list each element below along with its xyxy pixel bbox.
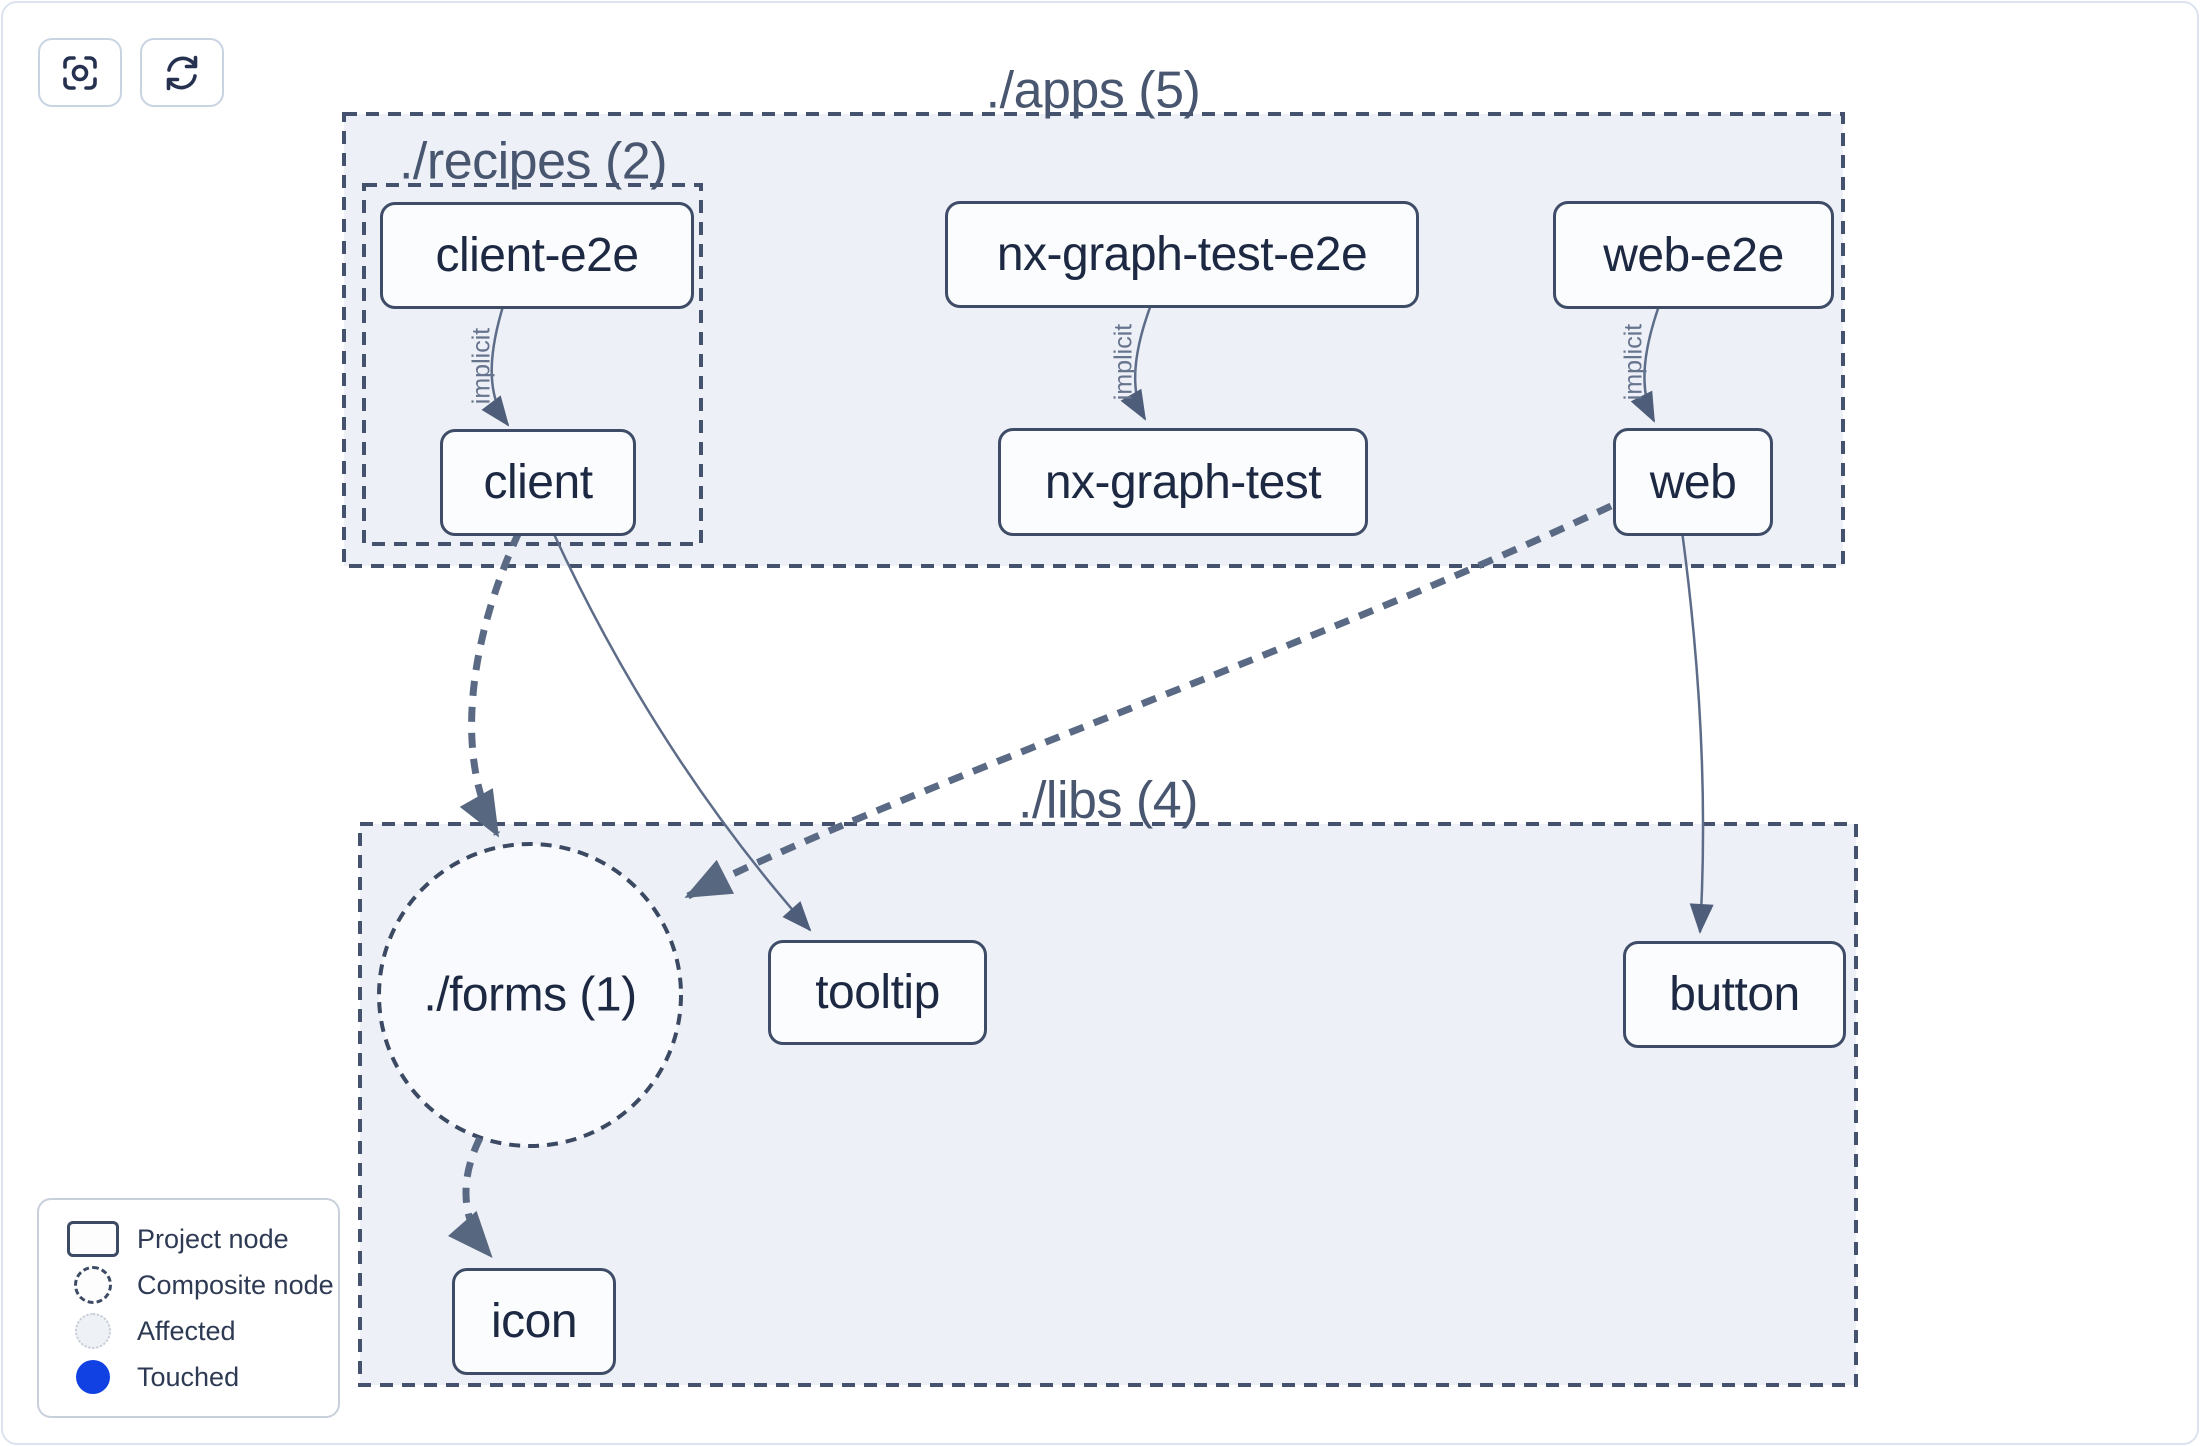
graph-toolbar	[38, 38, 224, 107]
node-tooltip[interactable]: tooltip	[768, 940, 987, 1045]
refresh-arrows-icon	[166, 55, 198, 90]
legend-item-composite-node: Composite node	[61, 1262, 334, 1308]
legend-label: Touched	[137, 1361, 240, 1392]
edge-web-to-forms	[684, 502, 1613, 900]
project-node-swatch-icon	[61, 1221, 125, 1257]
container-title-apps: ./apps (5)	[985, 61, 1201, 120]
node-button[interactable]: button	[1623, 941, 1846, 1048]
edge-client-to-tooltip	[551, 531, 812, 932]
edge-client-e2e-to-client	[481, 302, 510, 427]
edge-client-to-forms	[459, 530, 523, 838]
node-client[interactable]: client	[440, 429, 636, 536]
edge-web-e2e-to-web	[1630, 302, 1662, 423]
legend-item-touched: Touched	[61, 1354, 316, 1400]
legend-label: Project node	[137, 1223, 289, 1254]
node-web-e2e[interactable]: web-e2e	[1553, 201, 1834, 309]
focus-crosshair-icon	[63, 55, 97, 90]
edge-forms-to-icon	[448, 1136, 493, 1259]
edge-web-to-button	[1680, 530, 1714, 934]
composite-node-forms[interactable]	[377, 842, 683, 1148]
edge-label-implicit-web: implicit	[1619, 323, 1648, 401]
refresh-button[interactable]	[140, 38, 224, 107]
node-web[interactable]: web	[1613, 428, 1773, 536]
edge-label-implicit-nx-graph-test: implicit	[1109, 323, 1138, 401]
affected-swatch-icon	[61, 1313, 125, 1349]
legend-label: Composite node	[137, 1269, 334, 1300]
edge-nx-graph-test-e2e-to-nx-graph-test	[1120, 301, 1154, 421]
edge-label-implicit-client: implicit	[467, 327, 496, 405]
node-nx-graph-test-e2e[interactable]: nx-graph-test-e2e	[945, 201, 1419, 308]
touched-swatch-icon	[61, 1360, 125, 1394]
node-client-e2e[interactable]: client-e2e	[380, 202, 694, 309]
composite-node-swatch-icon	[61, 1266, 125, 1304]
node-nx-graph-test[interactable]: nx-graph-test	[998, 428, 1368, 536]
legend-label: Affected	[137, 1315, 236, 1346]
node-icon[interactable]: icon	[452, 1268, 616, 1375]
container-title-libs: ./libs (4)	[1018, 771, 1198, 830]
focus-button[interactable]	[38, 38, 122, 107]
legend-item-affected: Affected	[61, 1308, 316, 1354]
legend-panel: Project node Composite node Affected Tou…	[37, 1198, 340, 1418]
container-title-recipes: ./recipes (2)	[398, 132, 668, 191]
legend-item-project-node: Project node	[61, 1216, 316, 1262]
composite-node-forms-label[interactable]: ./forms (1)	[423, 968, 637, 1022]
